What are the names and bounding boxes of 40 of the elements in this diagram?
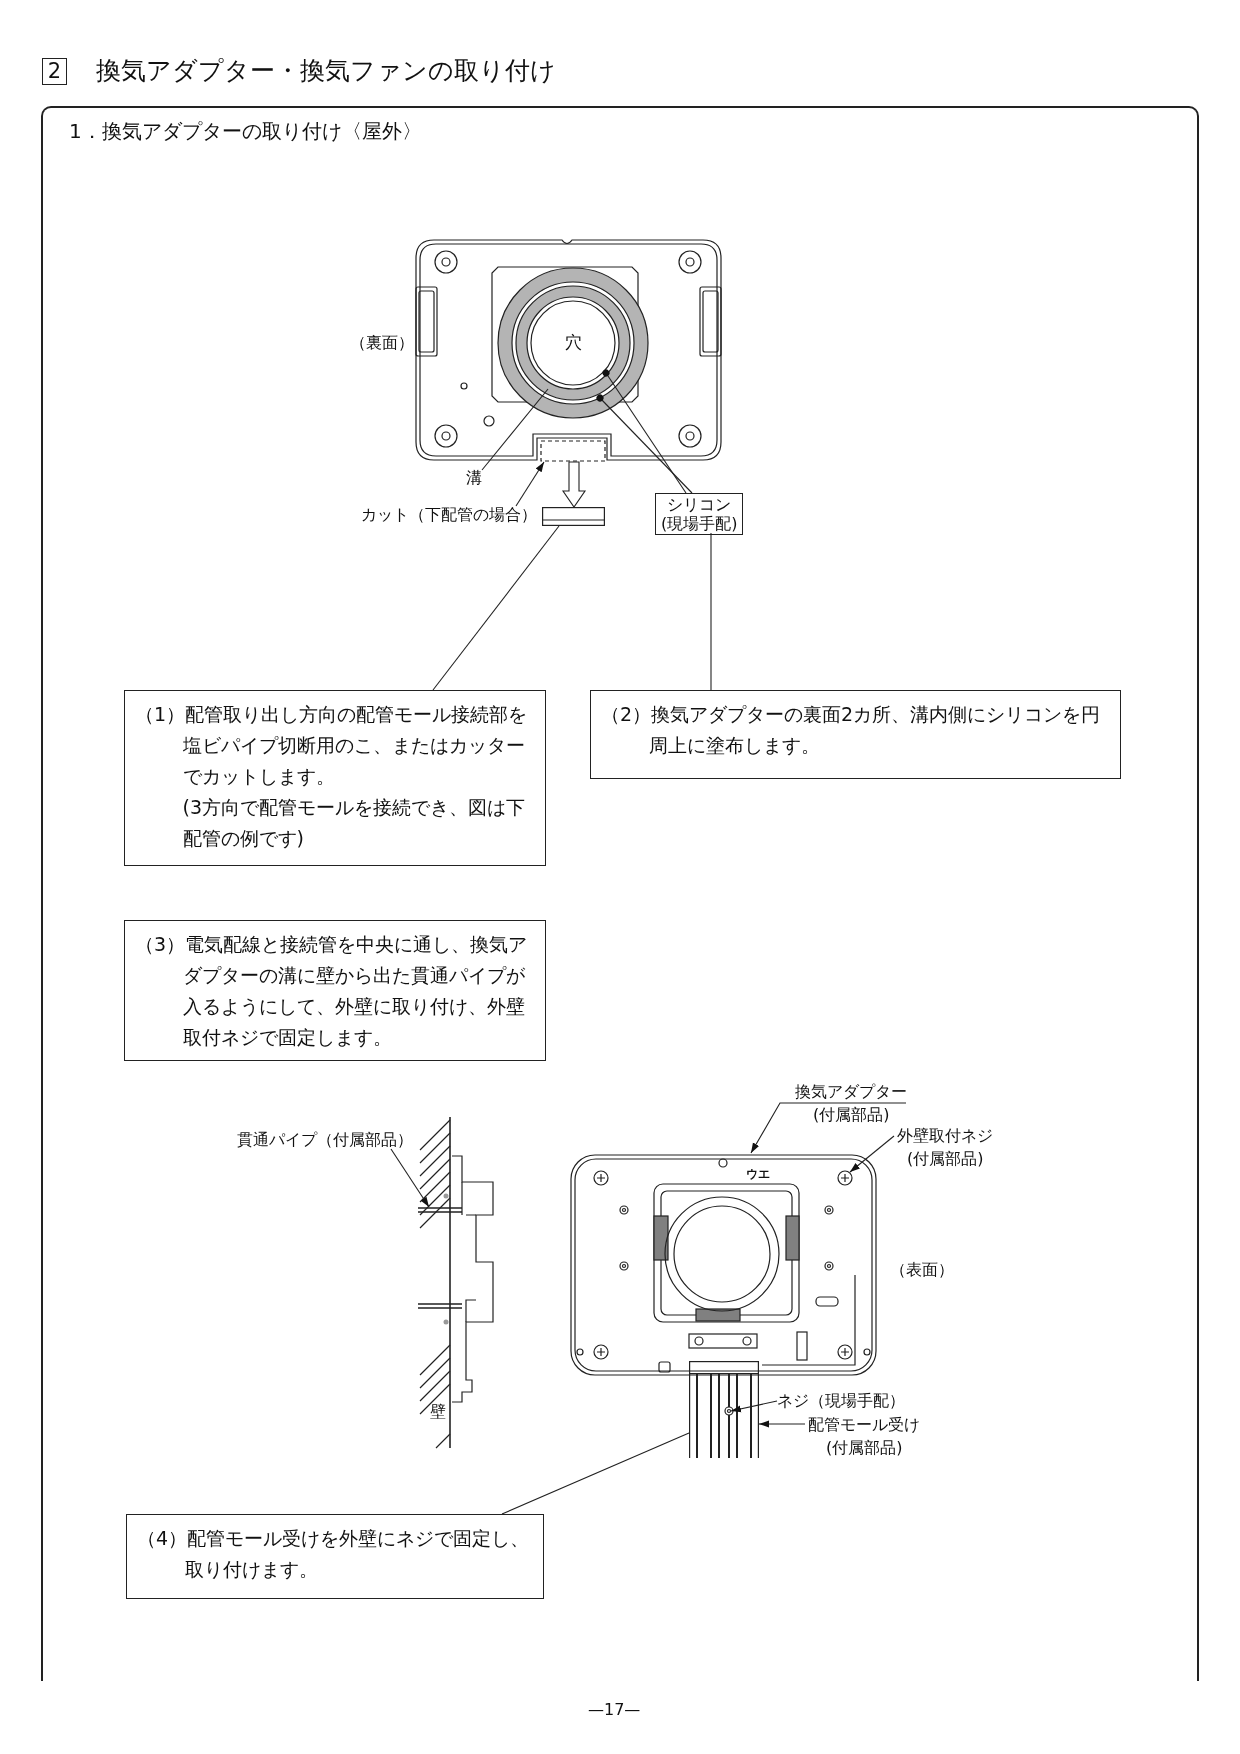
instruction-box bbox=[126, 1514, 544, 1599]
arrow bbox=[390, 1148, 430, 1208]
view-label: （裏面） bbox=[350, 333, 414, 353]
instruction-text: （3）電気配線と接続管を中央に通し、換気アダプターの溝に壁から出た貫通パイプが入るようにして、外壁に取り付け、外壁取付ネジで固定します。 bbox=[135, 932, 529, 1050]
section-heading: 1．換気アダプターの取り付け〈屋外〉 bbox=[69, 119, 422, 143]
instruction-text: （2）換気アダプターの裏面2カ所、溝内側にシリコンを円周上に塗布します。 bbox=[601, 702, 1102, 758]
instruction-text: (3方向で配管モールを接続でき、図は下配管の例です) bbox=[181, 795, 526, 851]
part-label: 溝 bbox=[466, 468, 482, 488]
instruction-box bbox=[590, 690, 1121, 779]
part-label: 貫通パイプ（付属部品） bbox=[237, 1130, 413, 1150]
view-label: （表面） bbox=[890, 1260, 954, 1280]
leader-line bbox=[602, 369, 687, 494]
leader-line bbox=[481, 388, 549, 471]
part-label: 壁 bbox=[430, 1402, 446, 1422]
instruction-box bbox=[124, 690, 546, 866]
instruction-box bbox=[124, 920, 546, 1061]
section-number: 2 bbox=[42, 58, 67, 85]
leader-line bbox=[596, 394, 693, 494]
section-title: 換気アダプター・換気ファンの取り付け bbox=[96, 56, 556, 86]
arrow bbox=[758, 1420, 806, 1428]
leader-line bbox=[710, 532, 712, 691]
arrow bbox=[849, 1135, 895, 1173]
instruction-text: （4）配管モール受けを外壁にネジで固定し、取り付けます。 bbox=[137, 1526, 531, 1582]
leader-line bbox=[501, 1432, 690, 1515]
arrow bbox=[515, 461, 545, 507]
page-number: —17— bbox=[588, 1700, 641, 1720]
part-label: 穴 bbox=[565, 332, 582, 352]
instruction-text: （1）配管取り出し方向の配管モール接続部を塩ビパイプ切断用のこ、またはカッターでカットします。 bbox=[135, 702, 529, 789]
arrow bbox=[750, 1102, 907, 1154]
section-panel bbox=[41, 106, 1199, 1681]
callout-box: シリコン(現場手配) bbox=[655, 493, 744, 535]
part-label: ネジ（現場手配） bbox=[777, 1391, 905, 1411]
leader-line bbox=[432, 525, 560, 691]
part-label: 換気アダプター(付属部品) bbox=[792, 1080, 911, 1126]
down-arrow bbox=[561, 461, 587, 508]
part-label: 配管モール受け(付属部品) bbox=[805, 1413, 924, 1459]
marking-text: ウエ bbox=[746, 1166, 770, 1183]
part-label: カット（下配管の場合） bbox=[361, 505, 537, 525]
part-label: 外壁取付ネジ(付属部品) bbox=[894, 1124, 997, 1170]
arrow bbox=[730, 1400, 778, 1413]
